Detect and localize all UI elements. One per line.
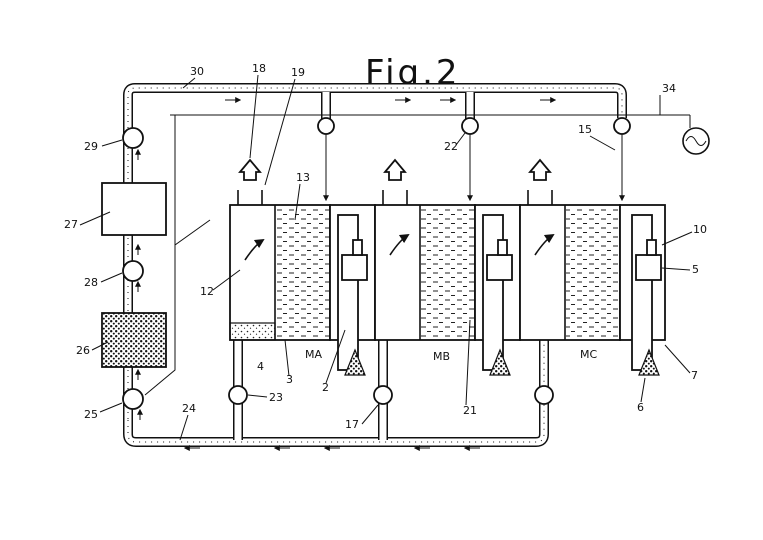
airflow-arrow-mb-icon — [389, 233, 410, 256]
unit-27 — [101, 182, 167, 236]
ref-number-34: 34 — [662, 82, 676, 95]
ref-number-15: 15 — [578, 123, 592, 136]
ref-number-18: 18 — [252, 62, 266, 75]
ref-number-21: 21 — [463, 404, 477, 417]
filter-26 — [101, 312, 167, 368]
inlet-arrow-icon — [344, 348, 366, 376]
exhaust-arrow-mb-icon — [383, 158, 407, 181]
ac-source-icon — [682, 127, 710, 155]
ref-number-6: 6 — [637, 401, 644, 414]
ref-number-13: 13 — [296, 171, 310, 184]
valve-mc-icon — [534, 385, 554, 405]
pump-28-icon — [122, 260, 144, 282]
ref-number-12: 12 — [200, 285, 214, 298]
ref-number-25: 25 — [84, 408, 98, 421]
module-label-mc: MC — [580, 348, 597, 361]
airflow-arrow-icon — [244, 238, 265, 261]
ref-number-24: 24 — [182, 402, 196, 415]
exhaust-arrow-mc-icon — [528, 158, 552, 181]
ref-number-5: 5 — [692, 263, 699, 276]
ref-number-30: 30 — [190, 65, 204, 78]
reference-labels: 30 18 19 34 29 15 22 13 27 10 5 28 12 26… — [64, 62, 707, 441]
valve-top-ma-icon — [317, 117, 335, 135]
ref-number-28: 28 — [84, 276, 98, 289]
inlet-arrow-mb-icon — [489, 348, 511, 376]
module-ma: MA — [229, 117, 376, 376]
ref-number-23: 23 — [269, 391, 283, 404]
ref-number-10: 10 — [693, 223, 707, 236]
ref-number-7: 7 — [691, 369, 698, 382]
ref-number-29: 29 — [84, 140, 98, 153]
ref-number-4: 4 — [257, 360, 264, 373]
ref-number-19: 19 — [291, 66, 305, 79]
module-mc: MC — [519, 117, 666, 376]
ref-number-27: 27 — [64, 218, 78, 231]
module-label-mb: MB — [433, 350, 450, 363]
inlet-arrow-mc-icon — [638, 348, 660, 376]
pump-25-icon — [122, 388, 144, 410]
injector-unit-mb-icon — [486, 254, 513, 281]
ref-number-17: 17 — [345, 418, 359, 431]
valve-top-mc-icon — [613, 117, 631, 135]
valve-22-icon — [461, 117, 479, 135]
top-pipe — [123, 83, 627, 128]
ref-number-3: 3 — [286, 373, 293, 386]
module-mb: MB — [374, 117, 521, 376]
power-supply — [170, 95, 710, 155]
ref-number-2: 2 — [322, 381, 329, 394]
bottom-pipe — [123, 330, 554, 451]
left-loop — [101, 115, 211, 425]
valve-23-icon — [228, 385, 248, 405]
ref-number-22: 22 — [444, 140, 458, 153]
pump-29-icon — [122, 127, 144, 149]
ref-number-26: 26 — [76, 344, 90, 357]
module-label-ma: MA — [305, 348, 322, 361]
injector-unit-mc-icon — [635, 254, 662, 281]
valve-17-icon — [373, 385, 393, 405]
injector-unit-icon — [341, 254, 368, 281]
airflow-arrow-mc-icon — [534, 233, 555, 256]
exhaust-arrow-icon — [238, 158, 262, 181]
